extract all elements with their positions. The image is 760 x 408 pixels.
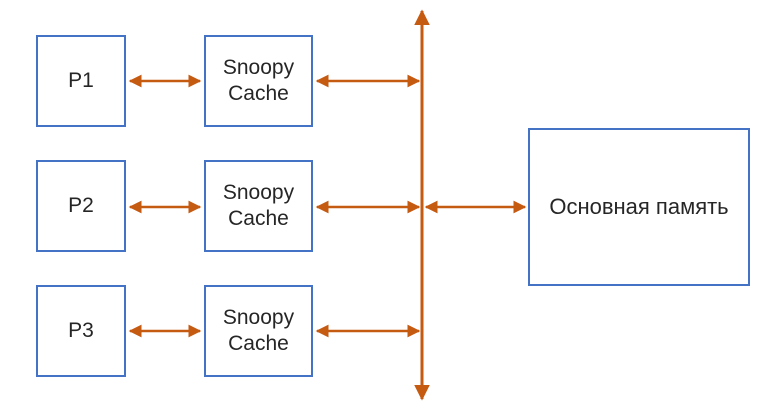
cache-label: Snoopy Cache [222,56,295,105]
processor-label: P1 [68,69,94,93]
snoopy-cache-box-1: Snoopy Cache [204,35,313,127]
processor-label: P2 [68,194,94,218]
main-memory-box: Основная память [528,128,750,286]
snoopy-cache-box-3: Snoopy Cache [204,285,313,377]
processor-box-p3: P3 [36,285,126,377]
cache-label: Snoopy Cache [222,306,295,355]
cache-label: Snoopy Cache [222,181,295,230]
main-memory-label: Основная память [549,193,729,219]
snoopy-cache-box-2: Snoopy Cache [204,160,313,252]
processor-label: P3 [68,319,94,343]
processor-box-p1: P1 [36,35,126,127]
processor-box-p2: P2 [36,160,126,252]
